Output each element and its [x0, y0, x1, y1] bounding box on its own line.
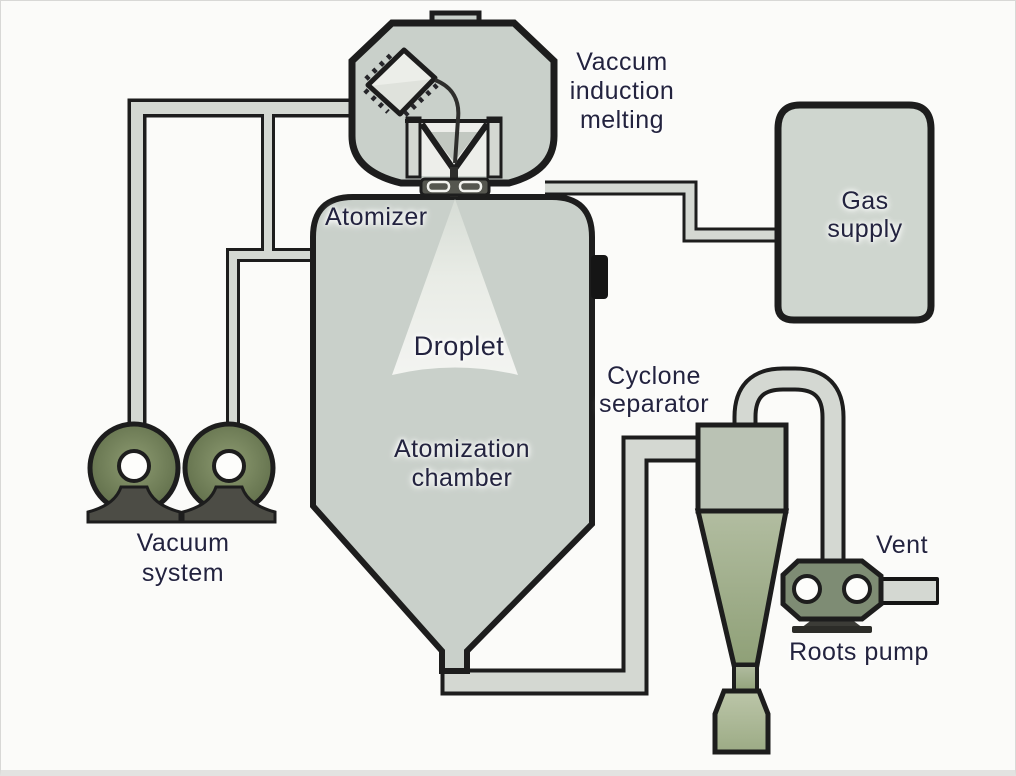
pipe-chamber-to-pump2 [226, 248, 315, 433]
pipe-cyclone-to-rootspump-bore [736, 370, 842, 571]
vacuum-pump-2 [181, 421, 277, 524]
tundish-right-pillar [486, 116, 503, 179]
atomizer-slot-left [426, 180, 451, 193]
crucible-group [363, 47, 439, 117]
chamber-side-port [591, 255, 608, 299]
label-gas-supply: Gas supply [827, 187, 902, 243]
powder-collector-cup [712, 688, 771, 755]
droplet-spray-cone [392, 199, 518, 375]
gas-supply-tank [774, 101, 935, 324]
label-roots-pump: Roots pump [789, 638, 929, 666]
label-vacuum-line1: Vacuum [136, 529, 230, 557]
label-vim-line2: induction [569, 77, 675, 105]
induction-coil-marks-1 [364, 51, 395, 81]
label-atomization-chamber: Atomization chamber [394, 435, 530, 493]
label-cyclone-line2: separator [598, 390, 710, 418]
cyclone-body [695, 422, 789, 514]
pipe-melting-to-pump1-bore [131, 102, 357, 431]
pipe-gas-supply-line-bore [545, 183, 783, 240]
vent-pipe-bore [878, 581, 936, 601]
label-vacuum-induction-melting: Vaccum induction melting [570, 48, 675, 135]
label-atomization-line2: chamber [411, 464, 513, 492]
roots-pump-rotor-right [842, 574, 872, 604]
label-vacuum-system: Vacuum system [137, 528, 230, 588]
label-vacuum-line2: system [141, 559, 225, 587]
label-atomizer: Atomizer [325, 203, 428, 231]
roots-pump-rotor-left [792, 574, 822, 604]
induction-coil-marks-3 [403, 83, 439, 117]
melt-pour-stream [434, 78, 461, 164]
vacuum-pump-2-port [212, 449, 246, 483]
label-cyclone-separator: Cyclone separator [599, 362, 709, 418]
label-atomization-line1: Atomization [393, 435, 531, 463]
label-droplet: Droplet [413, 331, 505, 361]
label-gas-line2: supply [827, 215, 903, 243]
vacuum-pump-1 [86, 421, 182, 524]
atomizer-slot-right [458, 180, 483, 193]
pipe-chamber-to-pump2-bore [229, 251, 315, 433]
label-vim-line1: Vaccum [576, 48, 668, 76]
label-cyclone-line1: Cyclone [607, 362, 701, 390]
tundish-left-pillar [405, 116, 422, 179]
label-vent: Vent [875, 531, 929, 559]
label-vim-line3: melting [579, 106, 665, 134]
vacuum-pump-2-base [181, 485, 277, 524]
atomization-chamber-vessel [310, 194, 595, 674]
crucible-outline [365, 47, 438, 117]
cyclone-cone [694, 508, 790, 668]
cyclone-separator-group [694, 422, 790, 755]
roots-pump-baseplate [792, 626, 872, 633]
atomizer-nozzle [419, 177, 491, 197]
label-gas-line1: Gas [841, 187, 889, 215]
roots-pump-group [780, 558, 884, 633]
vent-pipe [875, 577, 939, 605]
funnel-melt-pool [430, 132, 478, 162]
crucible-melt [369, 79, 433, 113]
vacuum-pump-1-port [117, 449, 151, 483]
vacuum-pump-1-base [86, 485, 182, 524]
